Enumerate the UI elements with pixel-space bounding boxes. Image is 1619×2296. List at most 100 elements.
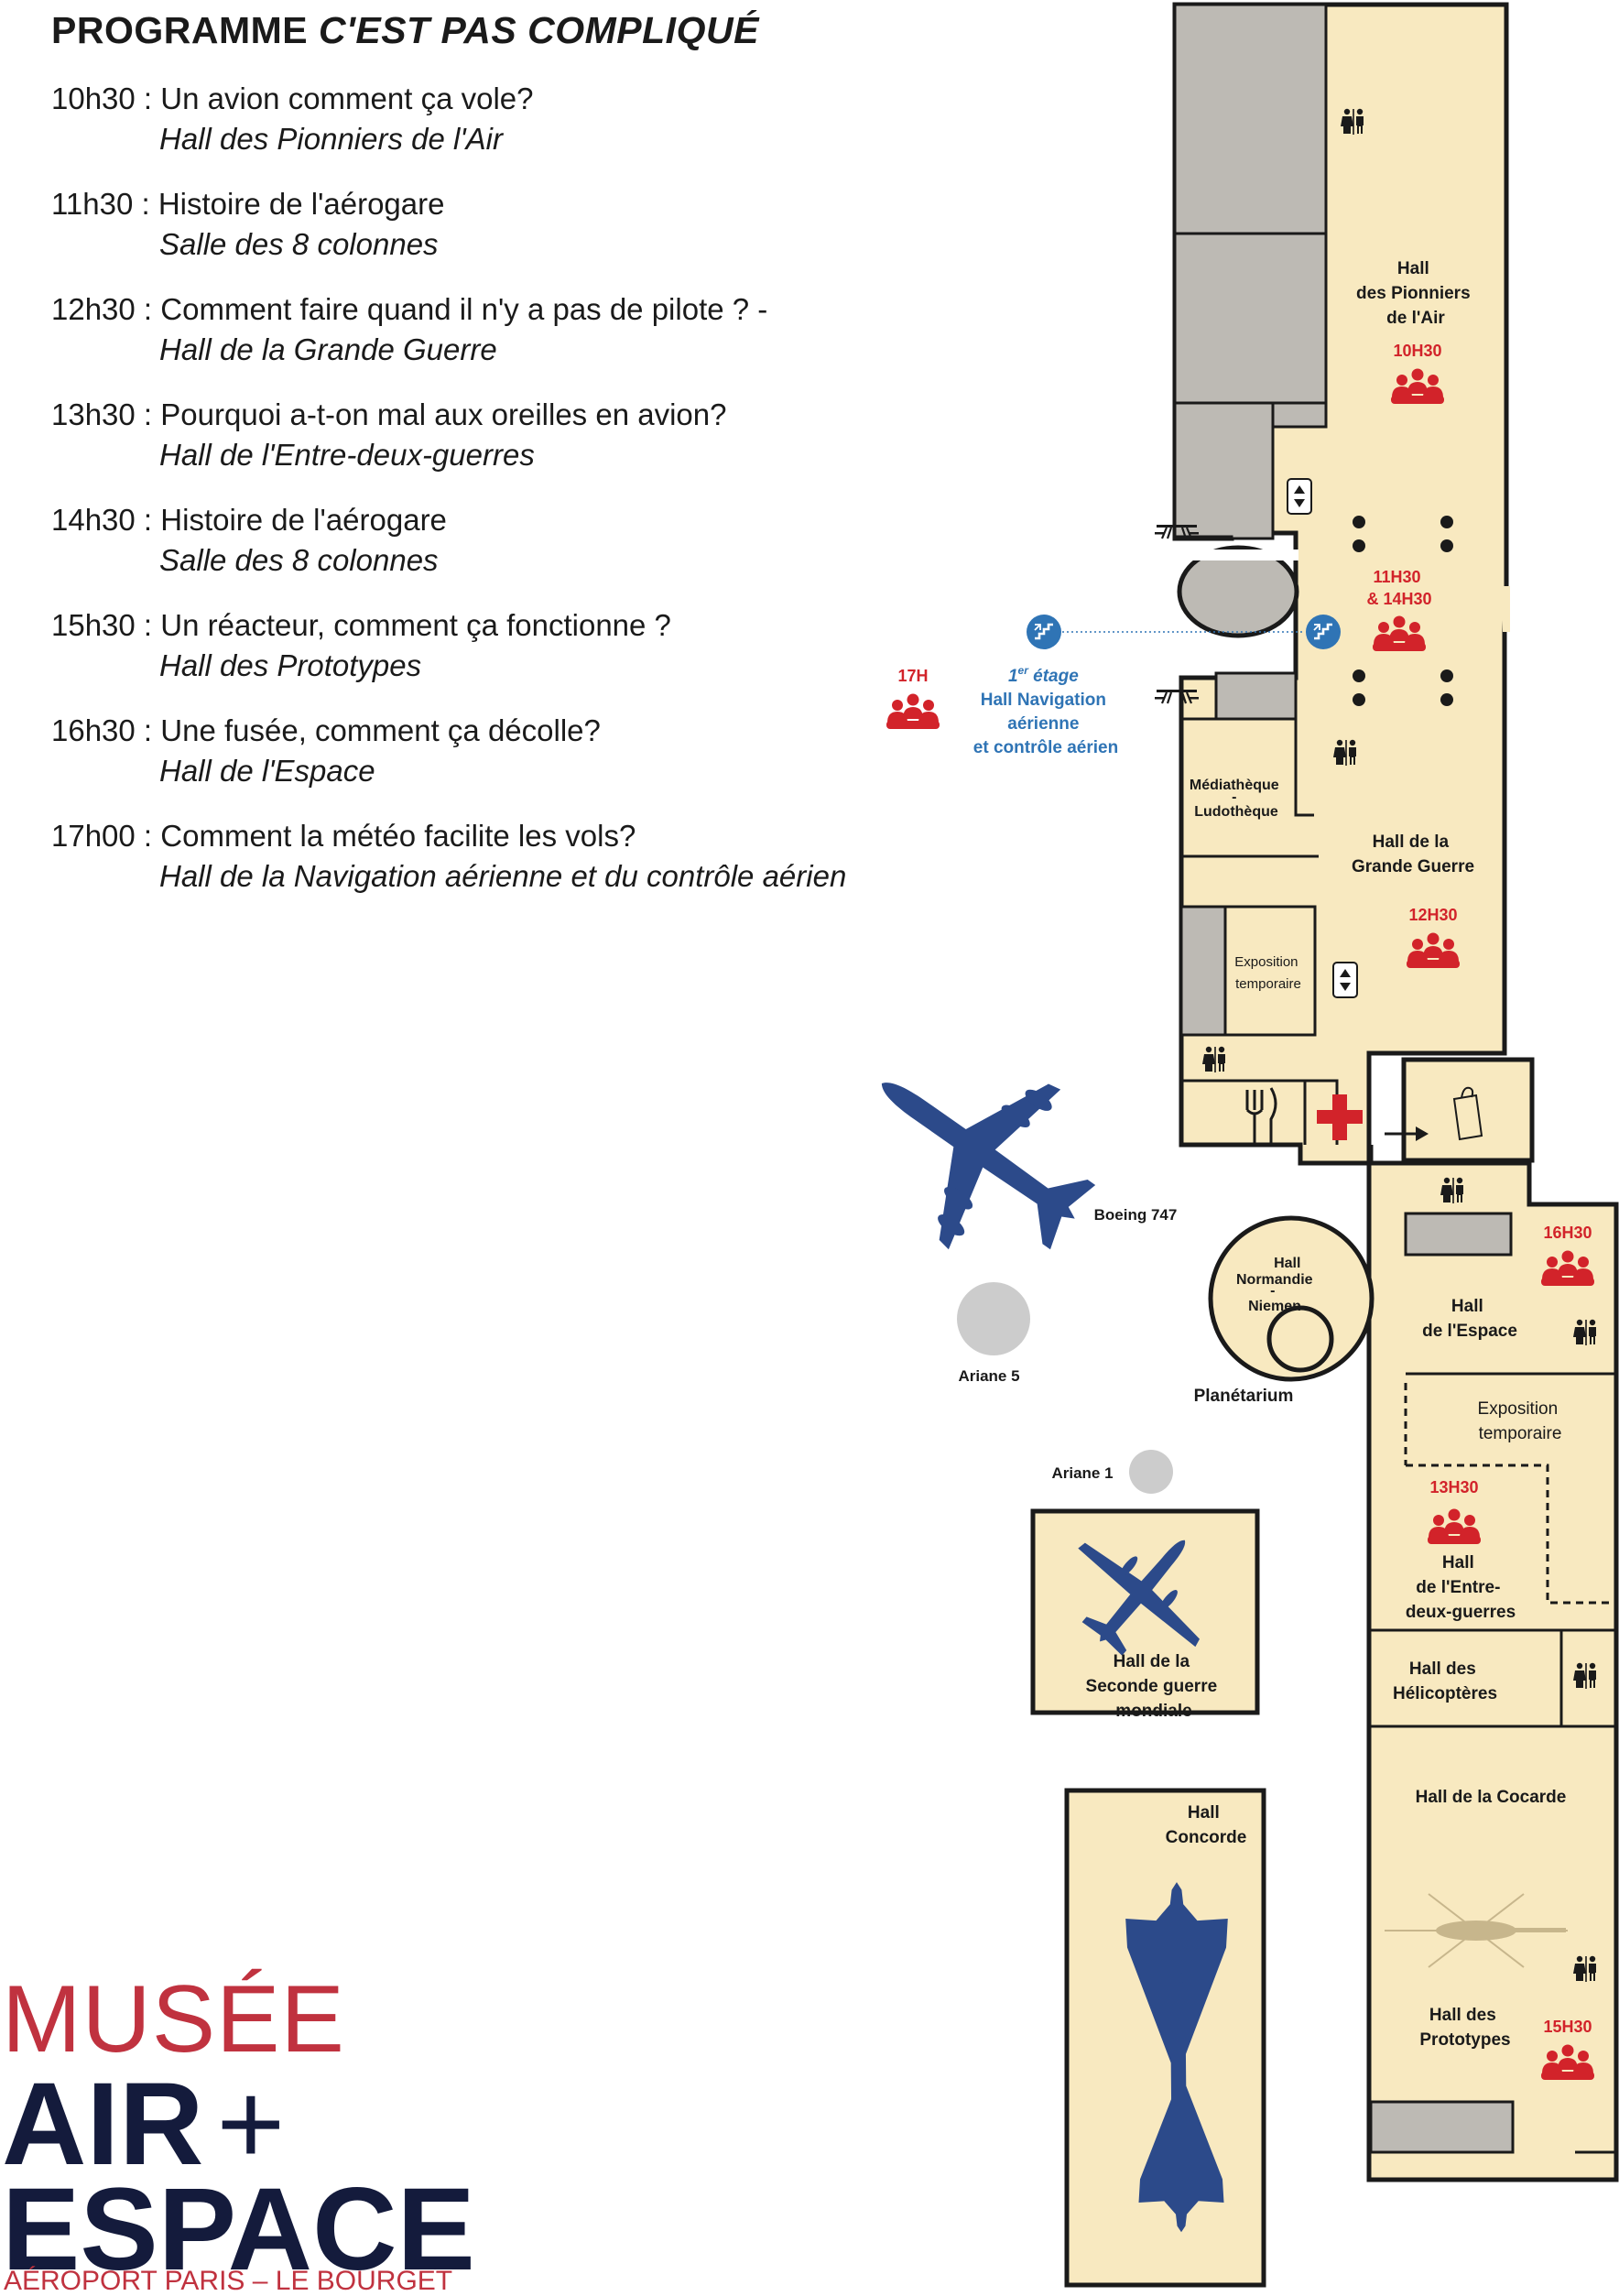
programme-item: 13h30 : Pourquoi a-t-on mal aux oreilles… bbox=[51, 395, 875, 500]
time-entre-deux-guerres: 13H30 bbox=[1429, 1478, 1478, 1496]
programme-item-time: 15h30 bbox=[51, 608, 136, 642]
salle-8-colonnes-columns bbox=[1353, 516, 1453, 706]
programme-item-line: 16h30 : Une fusée, comment ça décolle? bbox=[51, 711, 875, 751]
logo-air-text: AIR bbox=[2, 2059, 204, 2190]
label-hall-normandie-niemen: Hall Normandie - Niemen bbox=[1236, 1256, 1317, 1314]
programme-item-title: Histoire de l'aérogare bbox=[158, 187, 445, 221]
time-prototypes: 15H30 bbox=[1543, 2018, 1592, 2036]
planetarium-dome bbox=[1266, 1305, 1334, 1373]
label-hall-seconde-guerre: Hall de la Seconde guerre mondiale bbox=[1086, 1652, 1222, 1721]
label-hall-entre-deux-guerres: Hall de l'Entre- deux-guerres bbox=[1406, 1553, 1516, 1622]
stairs-icon bbox=[1025, 613, 1063, 651]
programme-item-line: 12h30 : Comment faire quand il n'y a pas… bbox=[51, 289, 875, 330]
ariane-5 bbox=[957, 1282, 1030, 1355]
label-ariane-5: Ariane 5 bbox=[958, 1367, 1019, 1385]
museum-logo: MUSÉE AIR+ ESPACE AÉROPORT PARIS – LE BO… bbox=[2, 1966, 478, 2295]
programme-item-separator: : bbox=[135, 819, 161, 853]
programme-item: 16h30 : Une fusée, comment ça décolle?Ha… bbox=[51, 711, 875, 816]
programme-item-time: 14h30 bbox=[51, 503, 136, 537]
programme-item-time: 17h00 bbox=[51, 819, 136, 853]
label-hall-pionniers: Hall des Pionniers de l'Air bbox=[1356, 259, 1475, 328]
logo-aeroport: AÉROPORT PARIS – LE BOURGET bbox=[4, 2266, 453, 2296]
label-hall-cocarde: Hall de la Cocarde bbox=[1416, 1788, 1567, 1807]
programme-item-title: Pourquoi a-t-on mal aux oreilles en avio… bbox=[160, 397, 727, 431]
arrow-icon bbox=[1385, 1126, 1429, 1141]
elevator-icon bbox=[1287, 478, 1312, 515]
boeing-747-plane bbox=[825, 1003, 1131, 1299]
programme-item-title: Un avion comment ça vole? bbox=[160, 82, 534, 115]
label-hall-helicopteres: Hall des Hélicoptères bbox=[1393, 1659, 1497, 1703]
time-colonnes: 11H30 & 14H30 bbox=[1366, 568, 1431, 608]
programme-item-time: 10h30 bbox=[51, 82, 136, 115]
main-building bbox=[1170, 2, 1510, 1166]
logo-musee: MUSÉE bbox=[2, 1966, 345, 2073]
logo-plus: + bbox=[216, 2059, 286, 2190]
label-mediatheque: Médiathèque - Ludothèque bbox=[1190, 778, 1283, 820]
programme-item-line: 17h00 : Comment la météo facilite les vo… bbox=[51, 816, 875, 856]
programme-item-line: 13h30 : Pourquoi a-t-on mal aux oreilles… bbox=[51, 395, 875, 435]
programme-item-separator: : bbox=[135, 503, 161, 537]
programme-item-time: 16h30 bbox=[51, 713, 136, 747]
programme-item-line: 15h30 : Un réacteur, comment ça fonction… bbox=[51, 605, 875, 646]
programme-item-line: 11h30 : Histoire de l'aérogare bbox=[51, 184, 875, 224]
programme-item-location: Hall des Prototypes bbox=[159, 648, 422, 682]
restaurant-icon bbox=[1245, 1087, 1277, 1145]
time-espace: 16H30 bbox=[1543, 1224, 1592, 1242]
programme-title-italic: C'EST PAS COMPLIQUÉ bbox=[319, 9, 759, 51]
label-ariane-1: Ariane 1 bbox=[1051, 1464, 1113, 1482]
programme-item-location: Hall de la Navigation aérienne et du con… bbox=[159, 859, 847, 893]
programme-item-separator: : bbox=[135, 608, 161, 642]
programme-item-title: Histoire de l'aérogare bbox=[160, 503, 447, 537]
hall-seconde-guerre bbox=[1030, 1508, 1260, 1715]
label-hall-grande-guerre: Hall de la Grande Guerre bbox=[1352, 832, 1474, 876]
label-hall-concorde: Hall Concorde bbox=[1166, 1803, 1247, 1847]
time-navigation: 17H bbox=[897, 667, 928, 685]
programme-title: PROGRAMME C'EST PAS COMPLIQUÉ bbox=[51, 9, 759, 52]
programme-item-separator: : bbox=[133, 187, 158, 221]
programme-item-separator: : bbox=[135, 397, 161, 431]
label-expo-temporaire-2: Exposition temporaire bbox=[1478, 1399, 1563, 1443]
programme-item-title: Un réacteur, comment ça fonctionne ? bbox=[160, 608, 671, 642]
programme-item-time: 12h30 bbox=[51, 292, 136, 326]
programme-item-separator: : bbox=[135, 82, 161, 115]
programme-item: 17h00 : Comment la météo facilite les vo… bbox=[51, 816, 875, 921]
programme-item-line: 10h30 : Un avion comment ça vole? bbox=[51, 79, 875, 119]
programme-item-location: Salle des 8 colonnes bbox=[159, 227, 439, 261]
south-wing bbox=[1366, 1160, 1619, 2182]
programme-item: 15h30 : Un réacteur, comment ça fonction… bbox=[51, 605, 875, 711]
stairs-icon bbox=[1304, 613, 1342, 651]
logo-espace: ESPACE bbox=[2, 2164, 475, 2295]
programme-item-location: Hall de la Grande Guerre bbox=[159, 332, 497, 366]
programme-list: 10h30 : Un avion comment ça vole?Hall de… bbox=[51, 79, 875, 921]
label-hall-espace: Hall de l'Espace bbox=[1422, 1297, 1517, 1341]
programme-title-main: PROGRAMME bbox=[51, 9, 319, 51]
time-grande-guerre: 12H30 bbox=[1408, 906, 1457, 924]
first-aid-icon bbox=[1317, 1094, 1363, 1140]
group-icon bbox=[886, 693, 940, 729]
label-hall-prototypes: Hall des Prototypes bbox=[1419, 2006, 1510, 2050]
logo-air: AIR+ bbox=[2, 2066, 285, 2183]
programme-item-time: 13h30 bbox=[51, 397, 136, 431]
programme-item-location: Salle des 8 colonnes bbox=[159, 543, 439, 577]
programme-item-time: 11h30 bbox=[51, 187, 134, 221]
programme-item-separator: : bbox=[135, 713, 161, 747]
programme-item-title: Une fusée, comment ça décolle? bbox=[160, 713, 601, 747]
programme-item-separator: : bbox=[135, 292, 161, 326]
programme-item-location: Hall de l'Entre-deux-guerres bbox=[159, 438, 535, 472]
time-pionniers: 10H30 bbox=[1393, 342, 1441, 360]
label-expo-temporaire-1: Exposition temporaire bbox=[1234, 954, 1301, 992]
programme-item: 10h30 : Un avion comment ça vole?Hall de… bbox=[51, 79, 875, 184]
programme-item-line: 14h30 : Histoire de l'aérogare bbox=[51, 500, 875, 540]
label-boeing-747: Boeing 747 bbox=[1094, 1206, 1178, 1224]
shop-bag-icon bbox=[1452, 1086, 1483, 1141]
programme-item-title: Comment faire quand il n'y a pas de pilo… bbox=[160, 292, 768, 326]
shop-room bbox=[1401, 1057, 1535, 1163]
label-hall-navigation: 1er étage Hall Navigation aérienne et co… bbox=[973, 664, 1118, 757]
label-planetarium: Planétarium bbox=[1194, 1387, 1294, 1406]
elevator-icon bbox=[1332, 962, 1358, 998]
programme-item-location: Hall des Pionniers de l'Air bbox=[159, 122, 503, 156]
programme-item-location: Hall de l'Espace bbox=[159, 754, 375, 788]
